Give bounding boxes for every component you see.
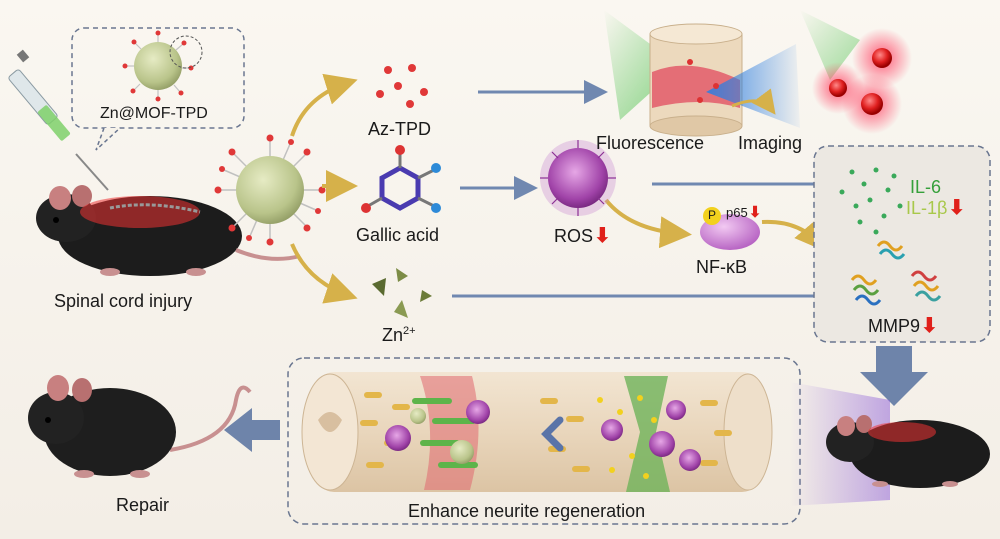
syringe-icon <box>8 49 109 191</box>
nfkb-label: NF-κB <box>696 257 747 277</box>
zn-mof-tpd-label: Zn@MOF-TPD <box>100 105 208 122</box>
ros-particles-in-cord <box>385 400 701 471</box>
zn-ions <box>372 268 432 318</box>
red-fluorescent-particles <box>800 10 912 134</box>
arrow-ros-to-nfkb <box>604 198 692 249</box>
left-arrow-icon <box>224 408 280 452</box>
arrow-nfkb-to-mmp9 <box>761 217 828 253</box>
gallic-acid-label: Gallic acid <box>356 225 440 245</box>
il6-label: IL-6 <box>910 177 942 197</box>
fluorescence-label: Fluorescence <box>596 133 705 153</box>
enhance-neurite-regeneration-label: Enhance neurite regeneration <box>408 501 646 521</box>
mmp9-protein-icons <box>850 240 942 306</box>
zn-ion-label: Zn2+ <box>382 325 416 345</box>
spinal-cord-image <box>301 372 773 492</box>
down-arrow-red-icon: ⬇ <box>748 204 762 221</box>
chevron-left-icon <box>541 416 564 452</box>
fluorescence-tissue-image <box>604 10 800 137</box>
nanoparticle-icon <box>214 134 326 246</box>
nanoparticles-in-cord <box>410 408 474 464</box>
mmp9-label: MMP9⬇ <box>868 315 938 337</box>
repaired-mouse-image <box>28 375 252 478</box>
spinal-cord-injury-label: Spinal cord injury <box>54 291 193 311</box>
az-tpd-label: Az-TPD <box>368 119 431 139</box>
down-arrow-icon <box>860 346 928 406</box>
zn-mof-callout-box <box>71 27 245 129</box>
il1b-label: IL-1β⬇ <box>906 197 966 219</box>
az-tpd-molecules <box>376 64 428 108</box>
p65-label: p65⬇ <box>726 204 762 221</box>
down-arrow-red-icon: ⬇ <box>921 315 938 337</box>
small-nanoparticle-icon <box>122 30 203 102</box>
nfkb-icon <box>700 207 760 250</box>
arrow-to-aztpd <box>290 73 358 137</box>
down-arrow-red-icon: ⬇ <box>948 197 966 219</box>
arrow-to-zn <box>290 243 358 304</box>
imaging-label: Imaging <box>738 133 803 153</box>
injured-mouse-image <box>36 185 301 276</box>
down-arrow-red-icon: ⬇ <box>594 225 611 247</box>
treated-mouse-image <box>790 382 990 506</box>
cytokine-dots <box>839 167 903 235</box>
repair-label: Repair <box>116 495 170 515</box>
cytokine-box <box>813 145 991 343</box>
p-label: P <box>708 208 717 222</box>
gallic-acid-molecule <box>361 145 441 213</box>
ros-particle-icon <box>540 140 616 216</box>
ros-label: ROS⬇ <box>554 225 611 247</box>
